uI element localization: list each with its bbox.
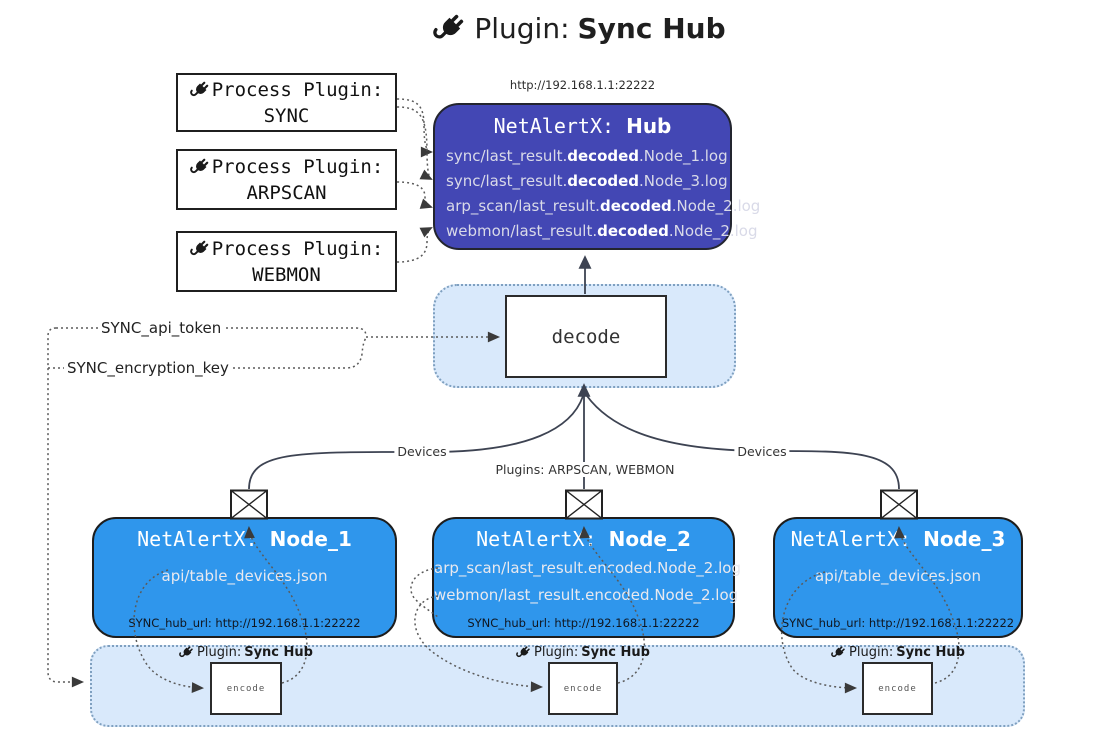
node-file: arp_scan/last_result.encoded.Node_2.log (434, 559, 741, 577)
plug-icon (190, 157, 210, 177)
node-file: api/table_devices.json (815, 567, 981, 585)
process-plugin-box-webmon: Process Plugin: WEBMON (176, 231, 397, 292)
encode-plugin-label: Plugin: Sync Hub (831, 645, 965, 660)
process-plugin-label: Process Plugin: (211, 155, 384, 178)
node-hub-url: SYNC_hub_url: http://192.168.1.1:22222 (467, 616, 700, 630)
plug-icon (190, 80, 210, 100)
node-box-2: NetAlertX: Node_2 arp_scan/last_result.e… (432, 517, 741, 638)
encode-box-1: encode (210, 662, 282, 715)
process-plugin-row: Process Plugin: (190, 77, 384, 103)
process-plugin-row: Process Plugin: (190, 154, 384, 180)
encode-label: encode (563, 683, 603, 694)
node-box-3: NetAlertX: Node_3 api/table_devices.json… (773, 517, 1023, 638)
page-title-name: Sync Hub (577, 12, 726, 45)
edge-label-devices-right: Devices (734, 444, 790, 459)
envelope-icon (565, 489, 603, 520)
node-box-1: NetAlertX: Node_1 api/table_devices.json… (92, 517, 397, 638)
hub-file-row: arp_scan/last_result.decoded.Node_2.log (446, 197, 761, 215)
process-plugin-name: SYNC (263, 104, 310, 127)
encode-plugin-label: Plugin: Sync Hub (516, 645, 650, 660)
hub-title-prefix: NetAlertX: (493, 114, 615, 138)
node-title: NetAlertX: Node_3 (790, 527, 1006, 551)
envelope-icon (880, 489, 918, 520)
plug-icon (433, 12, 466, 45)
plug-icon (516, 645, 531, 660)
hub-url: http://192.168.1.1:22222 (509, 78, 656, 92)
hub-title-name: Hub (626, 114, 672, 138)
hub-file-list: sync/last_result.decoded.Node_1.log sync… (435, 144, 761, 244)
process-plugin-box-arpscan: Process Plugin: ARPSCAN (176, 149, 397, 210)
node-file-list: api/table_devices.json (94, 563, 395, 590)
key-label-encryption-key: SYNC_encryption_key (64, 359, 232, 377)
process-plugin-name: WEBMON (252, 263, 321, 286)
process-plugin-row: Process Plugin: (190, 236, 384, 262)
edge-arpscan-to-hub (396, 181, 433, 209)
encode-plugin-label: Plugin: Sync Hub (179, 645, 313, 660)
key-label-api-token: SYNC_api_token (98, 319, 225, 337)
encode-box-2: encode (548, 662, 618, 715)
plug-icon (179, 645, 194, 660)
hub-file-row: sync/last_result.decoded.Node_1.log (446, 147, 728, 165)
hub-box: NetAlertX: Hub sync/last_result.decoded.… (433, 103, 761, 250)
edge-label-devices-left: Devices (394, 444, 450, 459)
encode-label: encode (878, 683, 917, 694)
node-hub-url: SYNC_hub_url: http://192.168.1.1:22222 (128, 616, 361, 630)
hub-file-row: webmon/last_result.decoded.Node_2.log (446, 222, 758, 240)
node-title: NetAlertX: Node_2 (476, 527, 691, 551)
process-plugin-name: ARPSCAN (246, 181, 327, 204)
node-title: NetAlertX: Node_1 (137, 527, 352, 551)
encode-label: encode (226, 683, 266, 694)
hub-title: NetAlertX: Hub (435, 114, 730, 138)
process-plugin-label: Process Plugin: (211, 237, 384, 260)
edge-sync-to-hub-2 (396, 106, 433, 180)
page-title: Plugin: Sync Hub (0, 12, 1117, 45)
edge-keys-to-encoders (47, 327, 85, 688)
envelope-icon (230, 489, 268, 520)
edge-webmon-to-hub (396, 227, 433, 263)
node-file-list: api/table_devices.json (775, 563, 1021, 590)
page-title-prefix: Plugin: (474, 12, 570, 45)
edge-sync-to-hub-1 (396, 98, 434, 158)
process-plugin-box-sync: Process Plugin: SYNC (176, 73, 397, 132)
node-hub-url: SYNC_hub_url: http://192.168.1.1:22222 (781, 616, 1015, 630)
encode-box-3: encode (862, 662, 933, 715)
decode-box: decode (505, 295, 667, 378)
plug-icon (831, 645, 846, 660)
node-file: api/table_devices.json (161, 567, 328, 585)
process-plugin-label: Process Plugin: (211, 78, 384, 101)
node-file: webmon/last_result.encoded.Node_2.log (434, 586, 739, 604)
edge-label-plugins: Plugins: ARPSCAN, WEBMON (492, 462, 678, 477)
decode-label: decode (551, 325, 621, 348)
hub-file-row: sync/last_result.decoded.Node_3.log (446, 172, 728, 190)
plug-icon (190, 239, 210, 259)
node-file-list: arp_scan/last_result.encoded.Node_2.log … (434, 555, 741, 609)
